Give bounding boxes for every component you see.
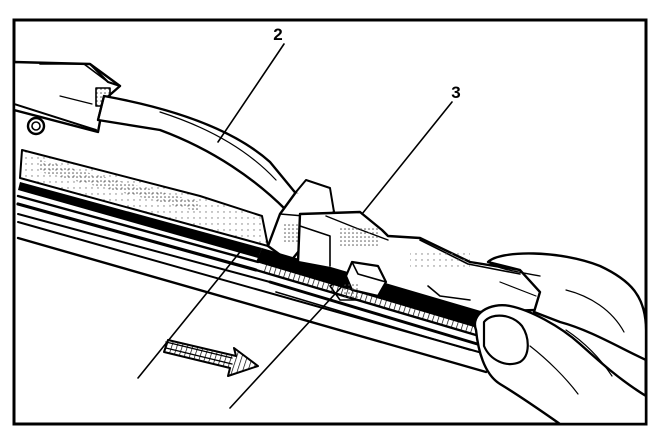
thumbnail bbox=[482, 314, 529, 366]
leader-line-blade bbox=[137, 251, 241, 379]
blade-adapter bbox=[296, 210, 542, 314]
leader-line-2 bbox=[217, 43, 285, 143]
arrow-right-icon bbox=[163, 339, 259, 377]
lower-hand bbox=[473, 304, 646, 424]
callout-label-2: 2 bbox=[273, 25, 282, 44]
upper-hand bbox=[486, 252, 646, 362]
leader-line-3 bbox=[361, 101, 453, 215]
pivot-rivet-icon bbox=[26, 116, 46, 136]
wiper-blade bbox=[16, 149, 501, 374]
leader-line-tab bbox=[229, 281, 347, 409]
callout-label-3: 3 bbox=[451, 83, 460, 102]
